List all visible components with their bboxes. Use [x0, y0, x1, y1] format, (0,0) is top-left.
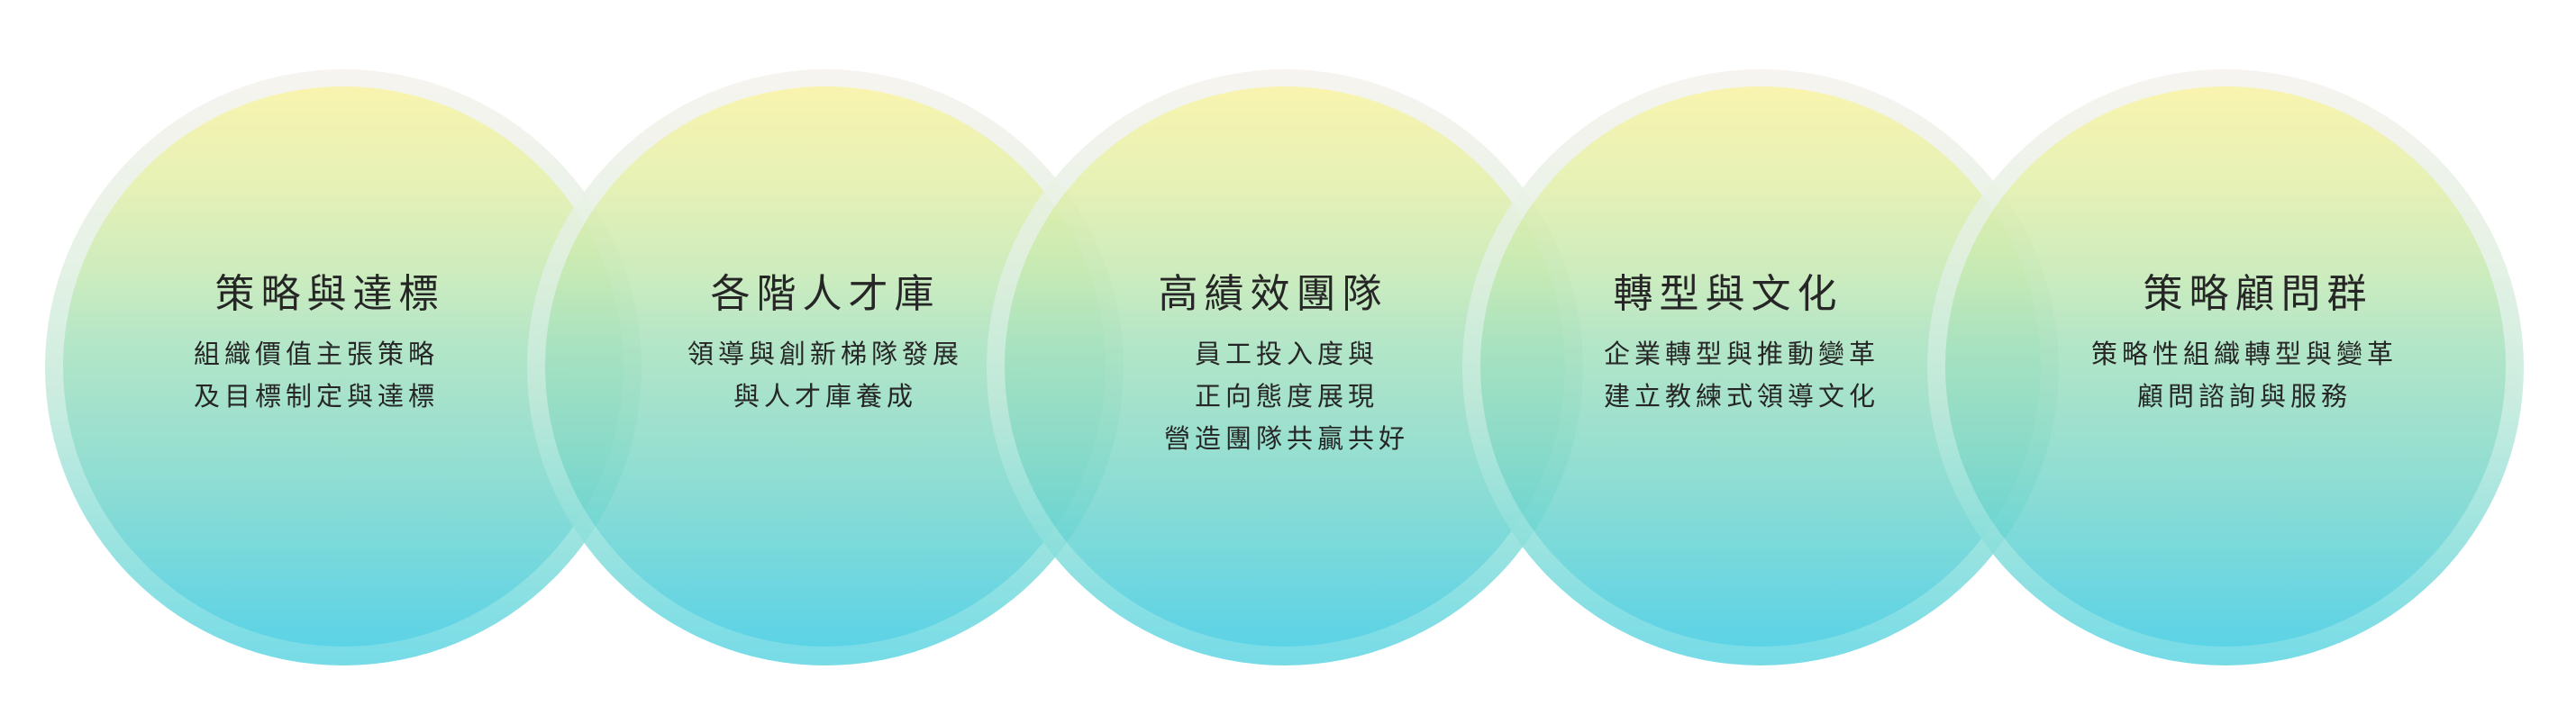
circle-description: 策略性組織轉型與變革 顧問諮詢與服務 [2006, 333, 2483, 418]
description-line: 員工投入度與 [1194, 339, 1379, 369]
circle-title: 各階人才庫 [710, 271, 941, 317]
circle-fill [1945, 86, 2506, 647]
label-talent-pool: 各階人才庫 領導與創新梯隊發展 與人才庫養成 [600, 267, 1051, 418]
description-line: 建立教練式領導文化 [1603, 381, 1880, 412]
description-line: 顧問諮詢與服務 [2136, 381, 2352, 412]
description-line: 正向態度展現 [1194, 381, 1379, 412]
circle-description: 組織價值主張策略 及目標制定與達標 [77, 333, 555, 418]
description-line: 及目標制定與達標 [193, 381, 439, 412]
description-line: 組織價值主張策略 [193, 339, 439, 369]
circle-strategy-consultants [1927, 69, 2524, 665]
description-line: 與人才庫養成 [733, 381, 917, 412]
description-line: 企業轉型與推動變革 [1603, 339, 1880, 369]
description-line: 營造團隊共贏共好 [1163, 423, 1409, 454]
label-high-performance-team: 高績效團隊 員工投入度與 正向態度展現 營造團隊共贏共好 [1048, 267, 1498, 460]
circle-title: 高績效團隊 [1158, 271, 1388, 317]
description-line: 策略性組織轉型與變革 [2090, 339, 2398, 369]
circle-description: 領導與創新梯隊發展 與人才庫養成 [600, 333, 1051, 418]
circle-title: 策略顧問群 [2143, 271, 2373, 317]
label-strategy-goals: 策略與達標 組織價值主張策略 及目標制定與達標 [105, 267, 555, 418]
label-strategy-consultants: 策略顧問群 策略性組織轉型與變革 顧問諮詢與服務 [2033, 267, 2483, 418]
description-line: 領導與創新梯隊發展 [687, 339, 963, 369]
circle-title: 策略與達標 [214, 271, 445, 317]
label-transformation-culture: 轉型與文化 企業轉型與推動變革 建立教練式領導文化 [1503, 267, 1953, 418]
circle-description: 員工投入度與 正向態度展現 營造團隊共贏共好 [1075, 333, 1498, 460]
circle-title: 轉型與文化 [1613, 271, 1843, 317]
circle-description: 企業轉型與推動變革 建立教練式領導文化 [1530, 333, 1953, 418]
